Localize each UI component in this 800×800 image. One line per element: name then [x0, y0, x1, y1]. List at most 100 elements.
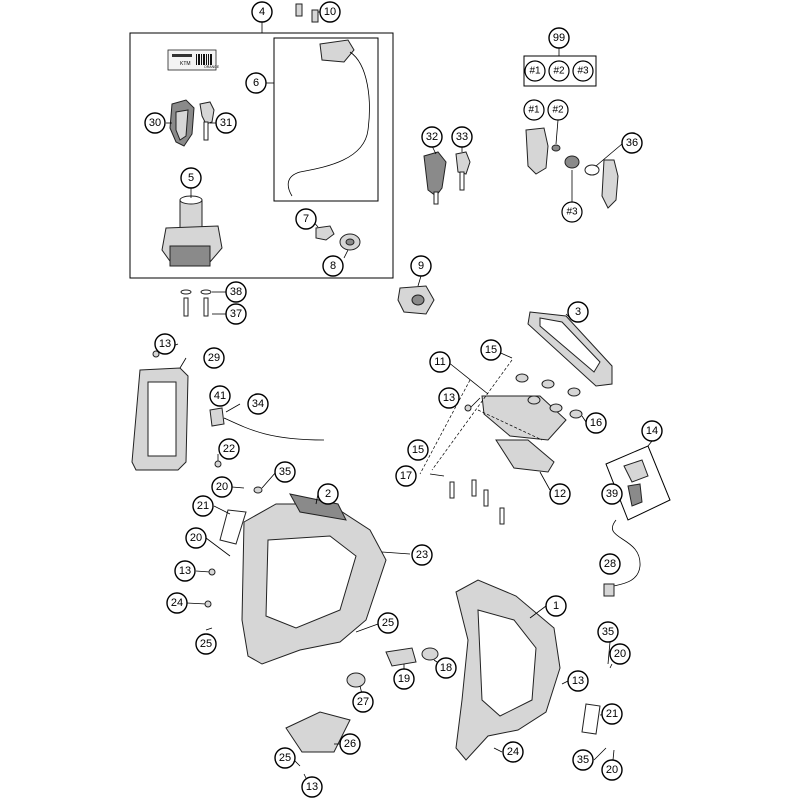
key-variant-2: #2	[547, 99, 569, 121]
bracket-11	[447, 361, 567, 441]
svg-text:38: 38	[230, 286, 242, 298]
callout-5: 5	[180, 167, 202, 189]
svg-text:29: 29	[208, 352, 220, 364]
svg-text:37: 37	[230, 308, 242, 320]
variant-99-3: #3	[572, 60, 594, 82]
callout-13-bracket: 13	[438, 387, 460, 409]
svg-text:36: 36	[626, 137, 638, 149]
callout-25-left: 25	[195, 633, 217, 655]
key-fob-32	[423, 145, 447, 205]
instrument-cluster-3	[527, 311, 613, 387]
callout-35-bottom: 35	[572, 749, 594, 771]
callout-7: 7	[295, 208, 317, 230]
variant-99-1: #1	[524, 60, 546, 82]
svg-text:13: 13	[306, 781, 318, 793]
switch-19	[385, 647, 417, 672]
svg-text:16: 16	[590, 417, 602, 429]
svg-text:#3: #3	[566, 207, 578, 218]
key-insert-2	[551, 144, 561, 152]
svg-text:33: 33	[456, 131, 468, 143]
svg-text:12: 12	[554, 488, 566, 500]
svg-text:#1: #1	[528, 105, 540, 116]
callout-20-bottom: 20	[601, 759, 623, 781]
svg-text:3: 3	[575, 306, 581, 318]
callout-20-middle: 20	[185, 527, 207, 549]
callout-20-upper: 20	[211, 476, 233, 498]
callout-13-right: 13	[567, 670, 589, 692]
key-36	[584, 143, 623, 209]
svg-text:2: 2	[325, 488, 331, 500]
svg-text:35: 35	[602, 626, 614, 638]
variant-group-99	[523, 48, 597, 87]
key-gear-3	[564, 155, 580, 169]
label-card-brand: KTM	[180, 61, 191, 67]
callout-16: 16	[585, 412, 607, 434]
callout-6: 6	[245, 72, 267, 94]
svg-text:25: 25	[200, 638, 212, 650]
assembly-line-15	[419, 379, 471, 475]
svg-text:13: 13	[179, 565, 191, 577]
bracket-12	[495, 439, 555, 491]
callout-13-bottom: 13	[301, 776, 323, 798]
svg-text:15: 15	[485, 344, 497, 356]
svg-text:8: 8	[330, 260, 336, 272]
svg-text:25: 25	[382, 617, 394, 629]
svg-text:1: 1	[553, 600, 559, 612]
callout-13-frame: 13	[174, 560, 196, 582]
key-case-1	[525, 127, 549, 175]
svg-text:10: 10	[324, 6, 336, 18]
svg-text:18: 18	[440, 662, 452, 674]
callout-4: 4	[251, 1, 273, 23]
callout-41: 41	[209, 385, 231, 407]
svg-text:#3: #3	[577, 66, 589, 77]
svg-text:20: 20	[614, 648, 626, 660]
callout-15-upper: 15	[480, 339, 502, 361]
bracket-26	[285, 711, 351, 753]
callout-11: 11	[429, 351, 451, 373]
callout-29: 29	[203, 347, 225, 369]
cable-6	[266, 39, 370, 197]
cover-29	[131, 357, 189, 471]
callout-28: 28	[599, 553, 621, 575]
callout-33: 33	[451, 126, 473, 148]
cover-9	[397, 275, 435, 315]
frame-2	[241, 493, 387, 665]
callout-99: 99	[548, 27, 570, 49]
callout-26: 26	[339, 733, 361, 755]
callout-12: 12	[549, 483, 571, 505]
svg-text:#1: #1	[529, 66, 541, 77]
svg-text:17: 17	[400, 470, 412, 482]
callout-24-right: 24	[502, 741, 524, 763]
lock-label-card: KTM ORANGE	[167, 49, 220, 71]
sensor-group-14	[603, 440, 671, 597]
svg-text:22: 22	[223, 443, 235, 455]
svg-text:27: 27	[357, 696, 369, 708]
callout-9: 9	[410, 255, 432, 277]
callout-21-right: 21	[601, 703, 623, 725]
callout-22: 22	[218, 438, 240, 460]
callout-14: 14	[641, 420, 663, 442]
assembly-line-13	[477, 409, 543, 441]
callout-10: 10	[319, 1, 341, 23]
lock-set-frame	[129, 22, 394, 279]
key-33	[455, 146, 471, 191]
bolts-10	[295, 3, 320, 23]
callout-25-bottom: 25	[274, 747, 296, 769]
svg-text:7: 7	[303, 213, 309, 225]
lock-cylinder-8	[339, 233, 361, 259]
callout-21-left: 21	[192, 495, 214, 517]
svg-text:#2: #2	[552, 105, 564, 116]
svg-text:23: 23	[416, 549, 428, 561]
callout-18: 18	[435, 657, 457, 679]
svg-text:13: 13	[572, 675, 584, 687]
callout-39: 39	[601, 483, 623, 505]
callout-13-top: 13	[154, 333, 176, 355]
callout-34: 34	[247, 393, 269, 415]
key-variant-3: #3	[561, 201, 583, 223]
callout-3: 3	[567, 301, 589, 323]
callout-35-upper: 35	[274, 461, 296, 483]
frame-1	[455, 579, 561, 761]
svg-text:99: 99	[553, 32, 565, 44]
svg-text:20: 20	[190, 532, 202, 544]
svg-text:19: 19	[398, 673, 410, 685]
